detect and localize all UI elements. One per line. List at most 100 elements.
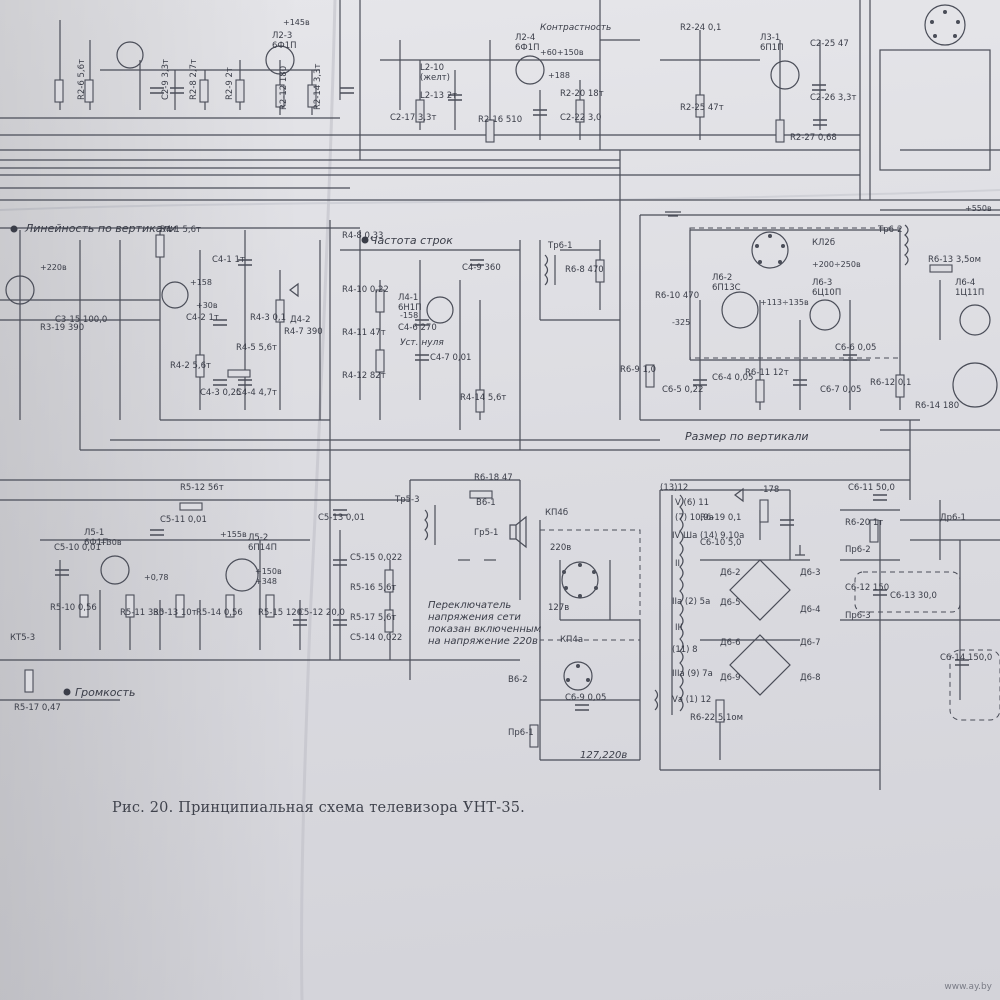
svg-text:R6-19 0,1: R6-19 0,1 — [700, 513, 741, 523]
svg-text:+220в: +220в — [40, 263, 67, 272]
svg-text:III: III — [675, 623, 683, 633]
svg-text:C5-11 0,01: C5-11 0,01 — [160, 515, 207, 525]
svg-text:Л5-1: Л5-1 — [84, 528, 104, 538]
label-volume: Громкость — [75, 686, 135, 699]
svg-text:C4-6 270: C4-6 270 — [398, 323, 437, 333]
svg-text:6Ц10П: 6Ц10П — [812, 288, 841, 298]
svg-text:C2-17 3,3т: C2-17 3,3т — [390, 113, 436, 123]
svg-text:L2-10: L2-10 — [420, 63, 444, 73]
svg-text:Пр6-1: Пр6-1 — [508, 728, 534, 738]
svg-text:C5-10 0,01: C5-10 0,01 — [54, 543, 101, 553]
component-labels: R2-6 5,6т R2-8 2,7т R2-9 2т R2-12 180 R2… — [10, 23, 992, 738]
svg-text:-325: -325 — [672, 318, 690, 327]
svg-text:R4-1 5,6т: R4-1 5,6т — [160, 225, 201, 235]
ground-symbols — [458, 211, 805, 561]
control-markers — [10, 225, 369, 696]
svg-text:-158: -158 — [400, 311, 418, 320]
svg-text:C2-9 3,3т: C2-9 3,3т — [161, 59, 171, 100]
svg-text:+150в: +150в — [255, 567, 282, 576]
label-contrast: Контрастность — [540, 23, 611, 33]
resistors — [24, 79, 953, 748]
svg-text:Д6-3: Д6-3 — [800, 568, 821, 578]
svg-text:Л6-3: Л6-3 — [812, 278, 832, 288]
label-mains: 127,220в — [580, 750, 627, 761]
svg-text:C6-6 0,05: C6-6 0,05 — [835, 343, 876, 353]
svg-text:+550в: +550в — [965, 204, 992, 213]
svg-text:R6-9 1,0: R6-9 1,0 — [620, 365, 656, 375]
svg-text:R5-16 5,6т: R5-16 5,6т — [350, 583, 396, 593]
svg-text:Др6-1: Др6-1 — [940, 513, 966, 523]
svg-text:C4-7 0,01: C4-7 0,01 — [430, 353, 471, 363]
svg-text:R4-11 47т: R4-11 47т — [342, 328, 386, 338]
label-line-frequency: Частота строк — [370, 234, 453, 247]
svg-text:IV Шa (14) 9,10а: IV Шa (14) 9,10а — [672, 531, 744, 541]
watermark: www.ay.by — [944, 982, 992, 992]
svg-text:C5-14 0,022: C5-14 0,022 — [350, 633, 402, 643]
svg-text:R2-12 180: R2-12 180 — [279, 66, 289, 110]
svg-text:-178: -178 — [760, 485, 779, 495]
svg-text:L2-13 2т: L2-13 2т — [420, 91, 457, 101]
svg-text:Д6-9: Д6-9 — [720, 673, 741, 683]
svg-text:Л4-1: Л4-1 — [398, 293, 418, 303]
svg-text:R5-14 0,56: R5-14 0,56 — [196, 608, 243, 618]
svg-text:R6-18 47: R6-18 47 — [474, 473, 513, 483]
svg-text:В6-1: В6-1 — [476, 498, 496, 508]
svg-text:R2-27 0,68: R2-27 0,68 — [790, 133, 837, 143]
svg-text:6Ф1П: 6Ф1П — [515, 43, 540, 53]
switch-note-container: Переключатель напряжения сети показан вк… — [428, 600, 542, 647]
svg-text:Л6-4: Л6-4 — [955, 278, 975, 288]
svg-text:R4-8 0,33: R4-8 0,33 — [342, 231, 383, 241]
svg-text:R6-11 12т: R6-11 12т — [745, 368, 789, 378]
svg-text:Л2-3: Л2-3 — [272, 31, 292, 41]
vacuum-tubes — [5, 4, 998, 691]
svg-text:(11) 8: (11) 8 — [672, 645, 698, 655]
svg-text:R5-10 0,56: R5-10 0,56 — [50, 603, 97, 613]
svg-text:R4-3 0,1: R4-3 0,1 — [250, 313, 286, 323]
voltage-labels: +145в +60+150в +188 +220в +158 +30в -158… — [40, 18, 992, 586]
svg-text:C2-22 3,0: C2-22 3,0 — [560, 113, 601, 123]
svg-text:R4-5 5,6т: R4-5 5,6т — [236, 343, 277, 353]
svg-text:C2-25 47: C2-25 47 — [810, 39, 849, 49]
svg-text:6П14П: 6П14П — [248, 543, 277, 553]
svg-text:(7) 10,9а: (7) 10,9а — [675, 513, 714, 523]
svg-text:Тр6-2: Тр6-2 — [877, 225, 902, 235]
svg-text:+155в: +155в — [220, 530, 247, 539]
svg-text:C4-3 0,25: C4-3 0,25 — [200, 388, 241, 398]
label-linearity-vertical: Линейность по вертикали — [24, 222, 177, 235]
svg-text:R5-15 120: R5-15 120 — [258, 608, 302, 618]
svg-text:R2-6 5,6т: R2-6 5,6т — [77, 59, 87, 100]
svg-text:Пр6-2: Пр6-2 — [845, 545, 871, 555]
svg-text:+145в: +145в — [283, 18, 310, 27]
svg-text:C4-9 360: C4-9 360 — [462, 263, 501, 273]
svg-text:R3-19 390: R3-19 390 — [40, 323, 84, 333]
svg-text:Гр5-1: Гр5-1 — [474, 528, 498, 538]
svg-text:C3-15 100,0: C3-15 100,0 — [55, 315, 107, 325]
svg-text:6П1П: 6П1П — [760, 43, 784, 53]
svg-text:Д6-2: Д6-2 — [720, 568, 741, 578]
svg-text:Л3-1: Л3-1 — [760, 33, 780, 43]
svg-text:C4-4 4,7т: C4-4 4,7т — [236, 388, 277, 398]
svg-text:6Н1П: 6Н1П — [398, 303, 422, 313]
svg-text:C5-15 0,022: C5-15 0,022 — [350, 553, 402, 563]
svg-text:R4-2 5,6т: R4-2 5,6т — [170, 361, 211, 371]
svg-text:Д6-7: Д6-7 — [800, 638, 821, 648]
svg-text:Л6-2: Л6-2 — [712, 273, 732, 283]
svg-text:C6-14 150,0: C6-14 150,0 — [940, 653, 992, 663]
label-zero-setting: Уст. нуля — [400, 338, 444, 348]
svg-text:R2-16 510: R2-16 510 — [478, 115, 522, 125]
svg-text:R2-9 2т: R2-9 2т — [225, 67, 235, 100]
svg-text:R6-22 5,1ом: R6-22 5,1ом — [690, 713, 743, 723]
svg-text:R6-13 3,5ом: R6-13 3,5ом — [928, 255, 981, 265]
switch-note: Переключатель напряжения сети показан вк… — [428, 600, 542, 647]
svg-text:+60+150в: +60+150в — [540, 48, 584, 57]
svg-text:127в: 127в — [548, 603, 569, 613]
svg-text:+200÷250в: +200÷250в — [812, 260, 861, 269]
transformers — [424, 224, 1000, 715]
svg-text:Д6-4: Д6-4 — [800, 605, 821, 615]
svg-text:II: II — [675, 559, 680, 569]
svg-text:+348: +348 — [255, 577, 277, 586]
svg-text:C4-1 1т: C4-1 1т — [212, 255, 245, 265]
speaker-symbol — [509, 515, 527, 549]
svg-text:(желт): (желт) — [420, 73, 450, 83]
svg-text:R5-13 10т: R5-13 10т — [153, 608, 197, 618]
